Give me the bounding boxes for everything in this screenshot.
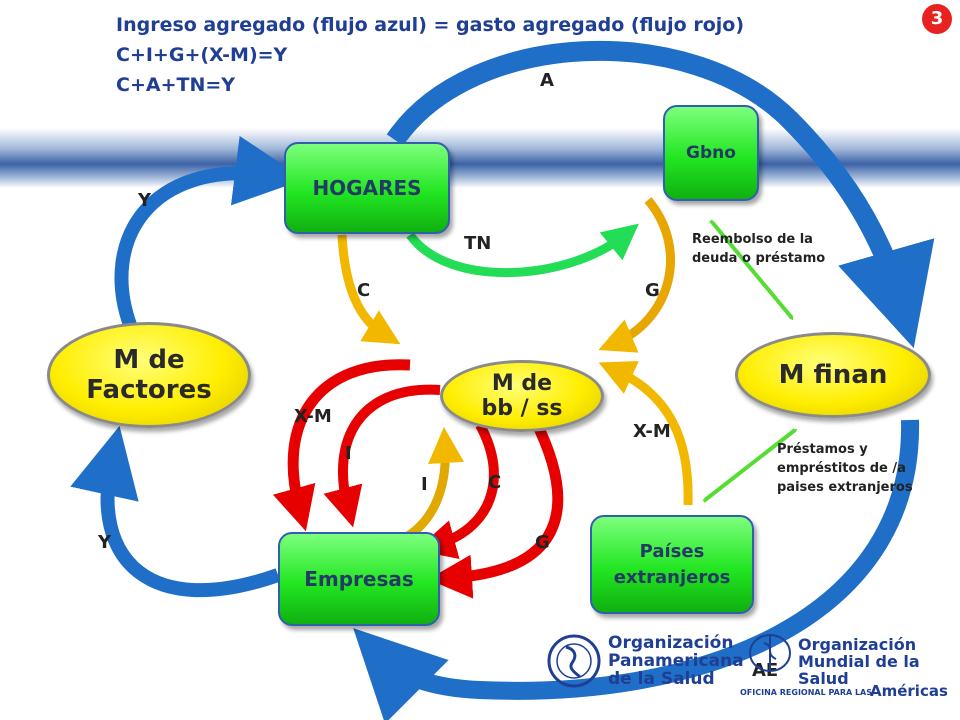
bbss-line-1: M de bbox=[491, 371, 553, 396]
label-xm-left: X-M bbox=[294, 406, 332, 427]
oms-line-1: Organización bbox=[798, 635, 917, 654]
label-y-bottom: Y bbox=[98, 532, 112, 553]
label-i-inner: I bbox=[421, 474, 428, 495]
note-reembolso-line-2: deuda o préstamo bbox=[692, 251, 826, 266]
ops-line-1: Organización bbox=[608, 633, 734, 653]
label-c-top: C bbox=[357, 280, 371, 301]
title-line-1: Ingreso agregado (flujo azul) = gasto ag… bbox=[116, 14, 745, 36]
title-line-2: C+I+G+(X-M)=Y bbox=[116, 44, 288, 66]
ops-line-3: de la Salud bbox=[608, 669, 715, 689]
mercado-financiero-node: M finan bbox=[735, 332, 931, 418]
flow-c-market-to-empresas bbox=[415, 422, 499, 560]
factores-line-1: M de bbox=[113, 345, 185, 375]
flow-g-gbno-to-market bbox=[598, 197, 675, 353]
paises-line-1: Países bbox=[639, 540, 705, 562]
ops-globe-icon bbox=[547, 634, 601, 688]
loan-arrow-gbno-finan bbox=[712, 222, 794, 318]
bbss-line-2: bb / ss bbox=[481, 396, 563, 421]
note-reembolso: Reembolso de la deuda o préstamo bbox=[692, 230, 825, 268]
label-a: A bbox=[540, 70, 554, 91]
flow-xm-market-to-empresas bbox=[272, 359, 411, 532]
flow-y-empresas-to-factores bbox=[70, 425, 281, 598]
label-i-outer: I bbox=[345, 443, 352, 464]
slide-number-badge: 3 bbox=[922, 4, 952, 34]
mercado-factores-node: M de Factores bbox=[47, 322, 251, 428]
mercado-bienes-servicios-node: M de bb / ss bbox=[440, 360, 604, 432]
note-prestamos-line-1: Préstamos y bbox=[777, 442, 868, 457]
title-line-3: C+A+TN=Y bbox=[116, 74, 236, 96]
flow-xm-paises-to-market bbox=[598, 361, 693, 506]
flow-g-market-to-empresas bbox=[428, 417, 564, 599]
oms-emblem-icon bbox=[749, 634, 791, 672]
flow-a-big-arc bbox=[386, 40, 935, 349]
oms-logo-text: Organización Mundial de la Salud bbox=[798, 636, 960, 687]
note-prestamos: Préstamos y empréstitos de /a paises ext… bbox=[777, 440, 913, 497]
oms-line-4: Américas bbox=[870, 682, 948, 700]
label-xm-right: X-M bbox=[633, 421, 671, 442]
oms-line-2: Mundial de la Salud bbox=[798, 652, 920, 688]
flow-y-factores-to-hogares bbox=[114, 135, 305, 328]
hogares-node: HOGARES bbox=[284, 142, 450, 234]
note-prestamos-line-3: paises extranjeros bbox=[777, 480, 913, 495]
factores-line-2: Factores bbox=[86, 375, 212, 405]
label-c-bottom: C bbox=[488, 472, 502, 493]
note-reembolso-line-1: Reembolso de la bbox=[692, 232, 813, 247]
note-prestamos-line-2: empréstitos de /a bbox=[777, 461, 906, 476]
loan-arrow-paises-finan bbox=[705, 428, 795, 500]
ops-line-2: Panamericana bbox=[608, 651, 744, 671]
paises-line-2: extranjeros bbox=[613, 566, 731, 588]
paises-extranjeros-node: Países extranjeros bbox=[590, 515, 754, 614]
label-y-top: Y bbox=[138, 190, 152, 211]
flow-i-market-to-empresas bbox=[323, 384, 441, 528]
label-tn: TN bbox=[464, 233, 492, 254]
flow-c-hogares-to-market bbox=[337, 234, 401, 345]
label-g-top: G bbox=[645, 280, 660, 301]
oms-line-3: OFICINA REGIONAL PARA LAS bbox=[740, 688, 873, 697]
gbno-node: Gbno bbox=[663, 105, 759, 201]
flow-tn-hogares-to-gbno bbox=[406, 223, 639, 278]
flow-finan-to-empresas bbox=[353, 419, 920, 720]
ops-logo-text: Organización Panamericana de la Salud bbox=[608, 634, 744, 688]
label-g-bottom: G bbox=[535, 532, 550, 553]
empresas-node: Empresas bbox=[278, 532, 440, 626]
